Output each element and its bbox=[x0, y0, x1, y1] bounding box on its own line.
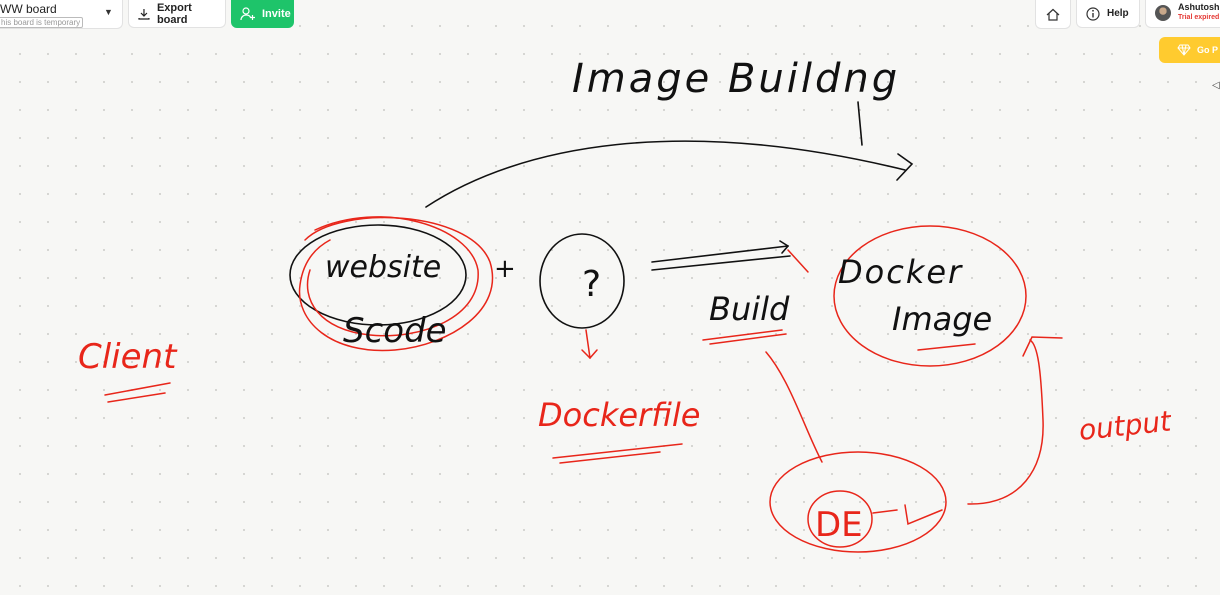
de-text: DE bbox=[815, 505, 863, 545]
image-underline bbox=[917, 343, 976, 351]
build-arrow-line bbox=[651, 245, 789, 263]
invite-label: Invite bbox=[262, 8, 291, 20]
dockerfile-underline-2 bbox=[559, 451, 661, 464]
website-ellipse bbox=[289, 224, 467, 326]
website-red-circle-1 bbox=[298, 216, 494, 352]
export-board-label: Export board bbox=[156, 1, 192, 26]
chevron-down-icon[interactable]: ▼ bbox=[104, 7, 113, 17]
title-underline-tick bbox=[857, 101, 863, 146]
add-user-icon bbox=[240, 7, 255, 21]
dockerfile-arrow bbox=[585, 329, 591, 359]
docker-image-circle bbox=[833, 225, 1027, 367]
export-board-button[interactable]: Export board bbox=[128, 0, 226, 28]
trial-status: Trial expired bbox=[1178, 14, 1220, 21]
user-menu[interactable]: Ashutosh Trial expired bbox=[1145, 0, 1220, 28]
de-outer-circle bbox=[769, 451, 947, 553]
output-text: output bbox=[1077, 404, 1173, 447]
info-icon bbox=[1086, 6, 1100, 21]
diamond-icon bbox=[1177, 44, 1191, 56]
de-dash-check bbox=[872, 504, 943, 526]
website-red-circle-2 bbox=[306, 216, 479, 337]
build-text: Build bbox=[709, 290, 790, 328]
question-ellipse bbox=[539, 233, 625, 329]
client-underline-2 bbox=[107, 392, 166, 403]
docker-text: Docker bbox=[838, 253, 963, 291]
client-text: Client bbox=[78, 337, 178, 377]
build-underline bbox=[651, 255, 791, 271]
website-text: website bbox=[325, 250, 441, 285]
invite-button[interactable]: Invite bbox=[231, 0, 294, 28]
output-arrowhead bbox=[1022, 336, 1063, 357]
go-pro-label: Go P bbox=[1197, 45, 1219, 55]
home-icon bbox=[1046, 8, 1060, 21]
download-icon bbox=[138, 8, 150, 20]
help-label: Help bbox=[1107, 8, 1129, 19]
question-text: ? bbox=[582, 264, 601, 305]
dockerfile-underline-1 bbox=[552, 443, 683, 459]
build-underline-red-2 bbox=[709, 333, 787, 345]
build-to-de-arrow bbox=[765, 351, 823, 463]
top-arc-arrowhead bbox=[896, 153, 914, 181]
top-arc-arrow bbox=[425, 140, 906, 208]
red-ink-layer bbox=[104, 216, 1063, 553]
dockerfile-text: Dockerfile bbox=[538, 396, 700, 434]
image-text: Image bbox=[892, 300, 992, 338]
dockerfile-arrowhead bbox=[581, 349, 598, 360]
client-underline-1 bbox=[104, 382, 171, 396]
avatar[interactable] bbox=[1155, 5, 1171, 21]
build-underline-red-1 bbox=[702, 329, 783, 341]
board-menu[interactable]: WW board his board is temporary ▼ bbox=[0, 0, 123, 29]
home-button[interactable] bbox=[1035, 0, 1071, 29]
black-ink-layer bbox=[289, 101, 914, 329]
code-text: Scode bbox=[343, 311, 447, 351]
de-inner-circle bbox=[807, 490, 873, 548]
board-name[interactable]: WW board bbox=[0, 2, 57, 16]
help-button[interactable]: Help bbox=[1076, 0, 1140, 28]
build-to-docker-arrow bbox=[787, 249, 809, 273]
board-temporary-badge: his board is temporary bbox=[0, 17, 84, 28]
go-pro-button[interactable]: Go P bbox=[1159, 37, 1220, 63]
output-curve-arrow bbox=[967, 339, 1044, 505]
collapse-panel-icon[interactable]: ◁ bbox=[1212, 80, 1220, 91]
plus-text: + bbox=[494, 254, 516, 284]
handwritten-labels: Image Buildng website Scode + ? Build Do… bbox=[78, 56, 1174, 545]
title-text: Image Buildng bbox=[572, 56, 900, 102]
user-name: Ashutosh bbox=[1178, 2, 1220, 12]
top-toolbar: WW board his board is temporary ▼ Export… bbox=[0, 0, 1220, 30]
build-arrow-head bbox=[779, 240, 790, 254]
